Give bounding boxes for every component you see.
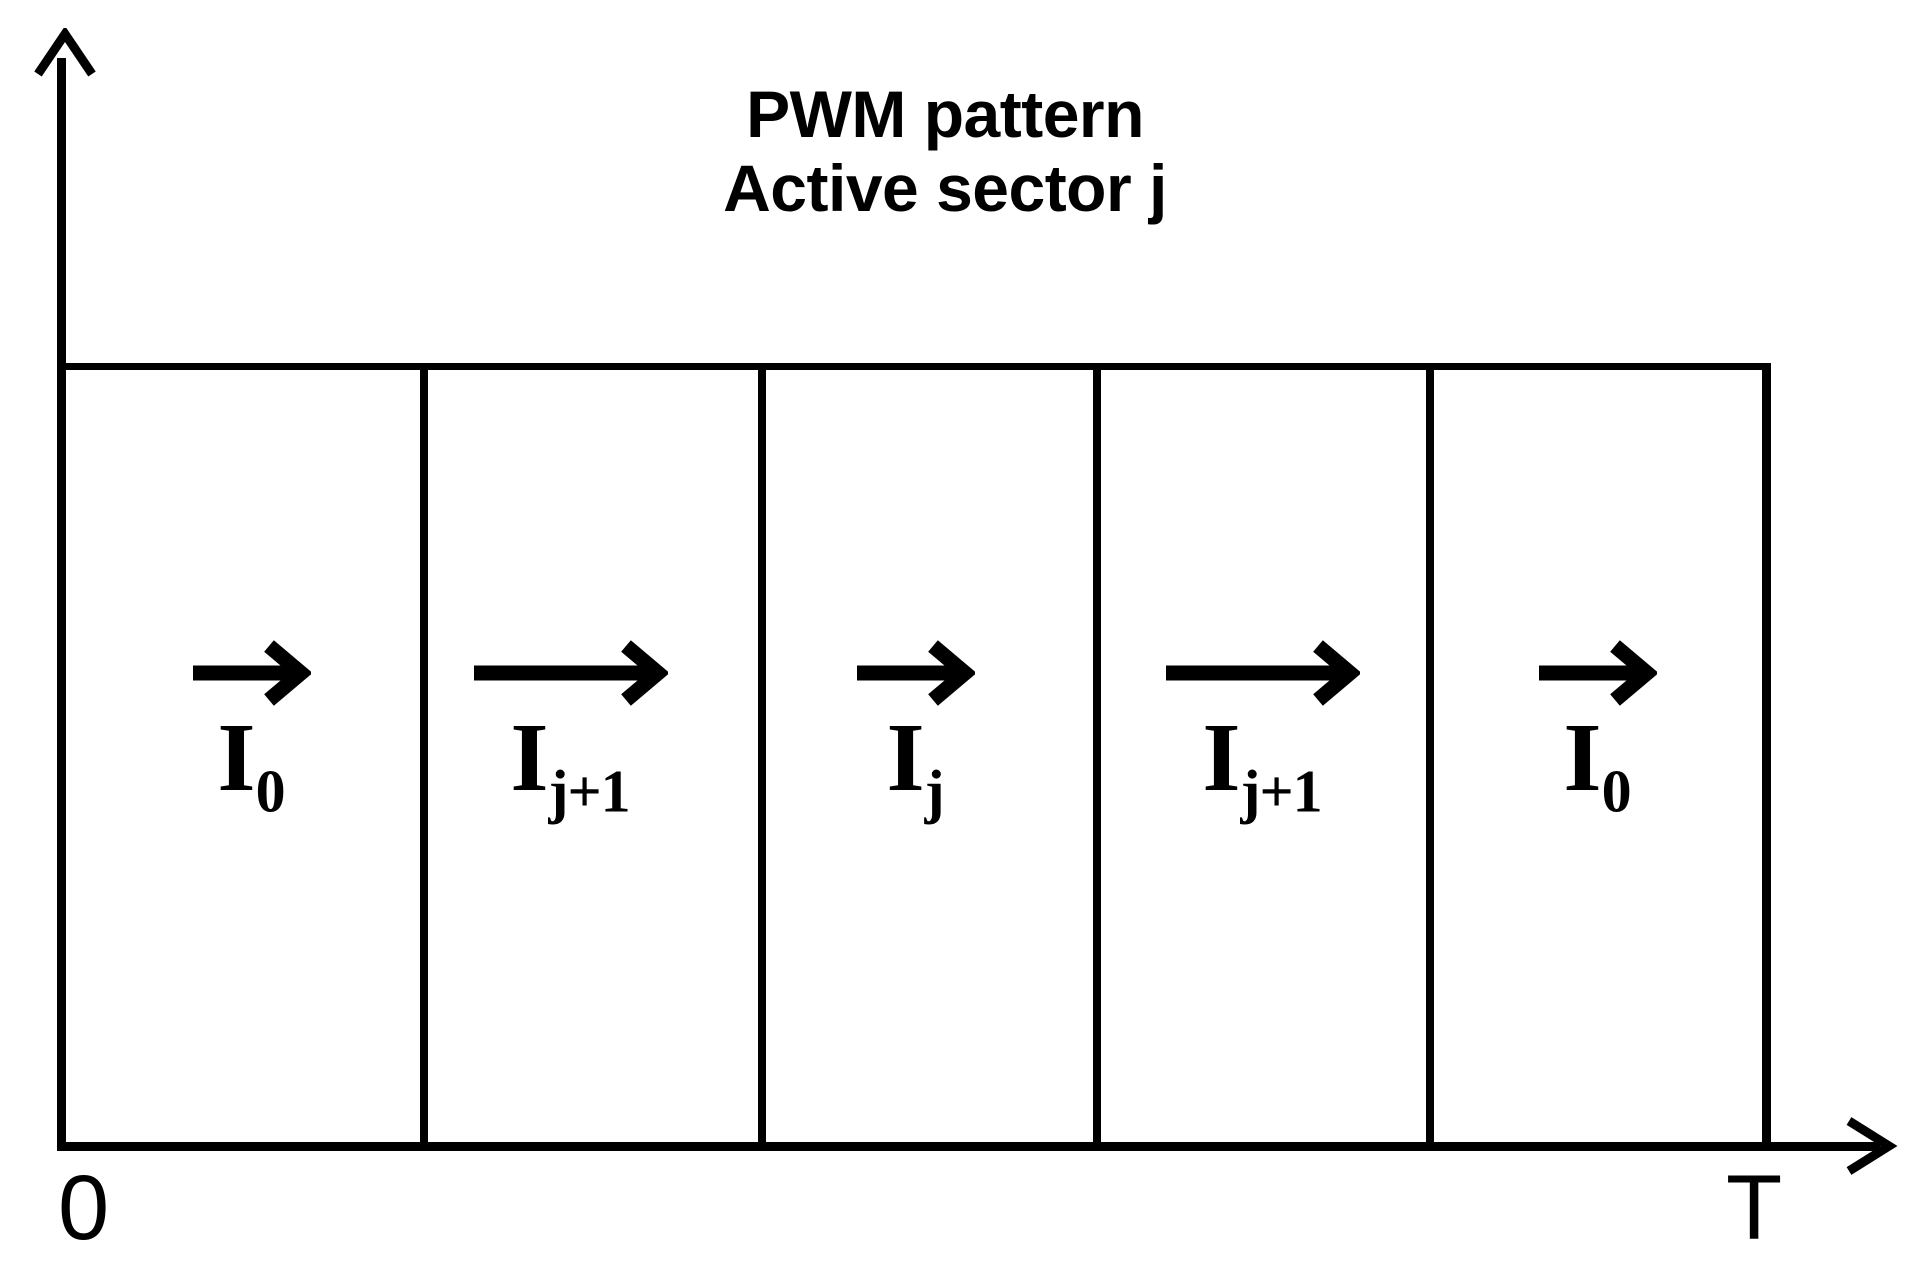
segment-symbol-sub-4: j+1 (1240, 758, 1322, 825)
segment-symbol-sub-5: 0 (1601, 758, 1632, 825)
pulse-box (57, 363, 1771, 1151)
segment-divider-4 (1426, 363, 1434, 1147)
vector-arrow-icon (474, 640, 668, 706)
segment-symbol-base-3: I (886, 704, 925, 812)
segment-label-1: I0 (136, 640, 366, 822)
vector-arrow-icon (1539, 640, 1657, 706)
segment-symbol-base-4: I (1202, 704, 1241, 812)
vector-arrow-icon (193, 640, 311, 706)
x-axis-period-label: T (1726, 1157, 1783, 1259)
diagram-title: PWM pattern Active sector j (0, 77, 1890, 226)
segment-symbol-sub-3: j (924, 758, 945, 825)
arrow-up-icon (34, 28, 96, 77)
segment-symbol-sub-2: j+1 (548, 758, 630, 825)
segment-label-2: Ij+1 (400, 640, 740, 822)
segment-label-3: Ij (790, 640, 1040, 822)
vector-arrow-icon (1166, 640, 1360, 706)
arrow-right-icon (1846, 1117, 1898, 1175)
segment-symbol-base-2: I (510, 704, 549, 812)
segment-symbol-5: I0 (1563, 709, 1631, 822)
segment-symbol-sub-1: 0 (255, 758, 286, 825)
segment-symbol-2: Ij+1 (510, 709, 630, 822)
title-line-1: PWM pattern (746, 77, 1144, 151)
segment-symbol-3: Ij (886, 709, 944, 822)
x-axis-line (57, 1142, 1880, 1151)
vector-arrow-icon (857, 640, 975, 706)
segment-divider-3 (1093, 363, 1101, 1147)
x-axis-origin-label: 0 (58, 1157, 110, 1259)
segment-divider-2 (758, 363, 766, 1147)
segment-symbol-base-5: I (1563, 704, 1602, 812)
title-line-2: Active sector j (723, 150, 1167, 225)
segment-label-5: I0 (1482, 640, 1712, 822)
segment-divider-1 (420, 363, 428, 1147)
segment-symbol-base-1: I (217, 704, 256, 812)
segment-symbol-4: Ij+1 (1202, 709, 1322, 822)
segment-symbol-1: I0 (217, 709, 285, 822)
segment-label-4: Ij+1 (1092, 640, 1432, 822)
